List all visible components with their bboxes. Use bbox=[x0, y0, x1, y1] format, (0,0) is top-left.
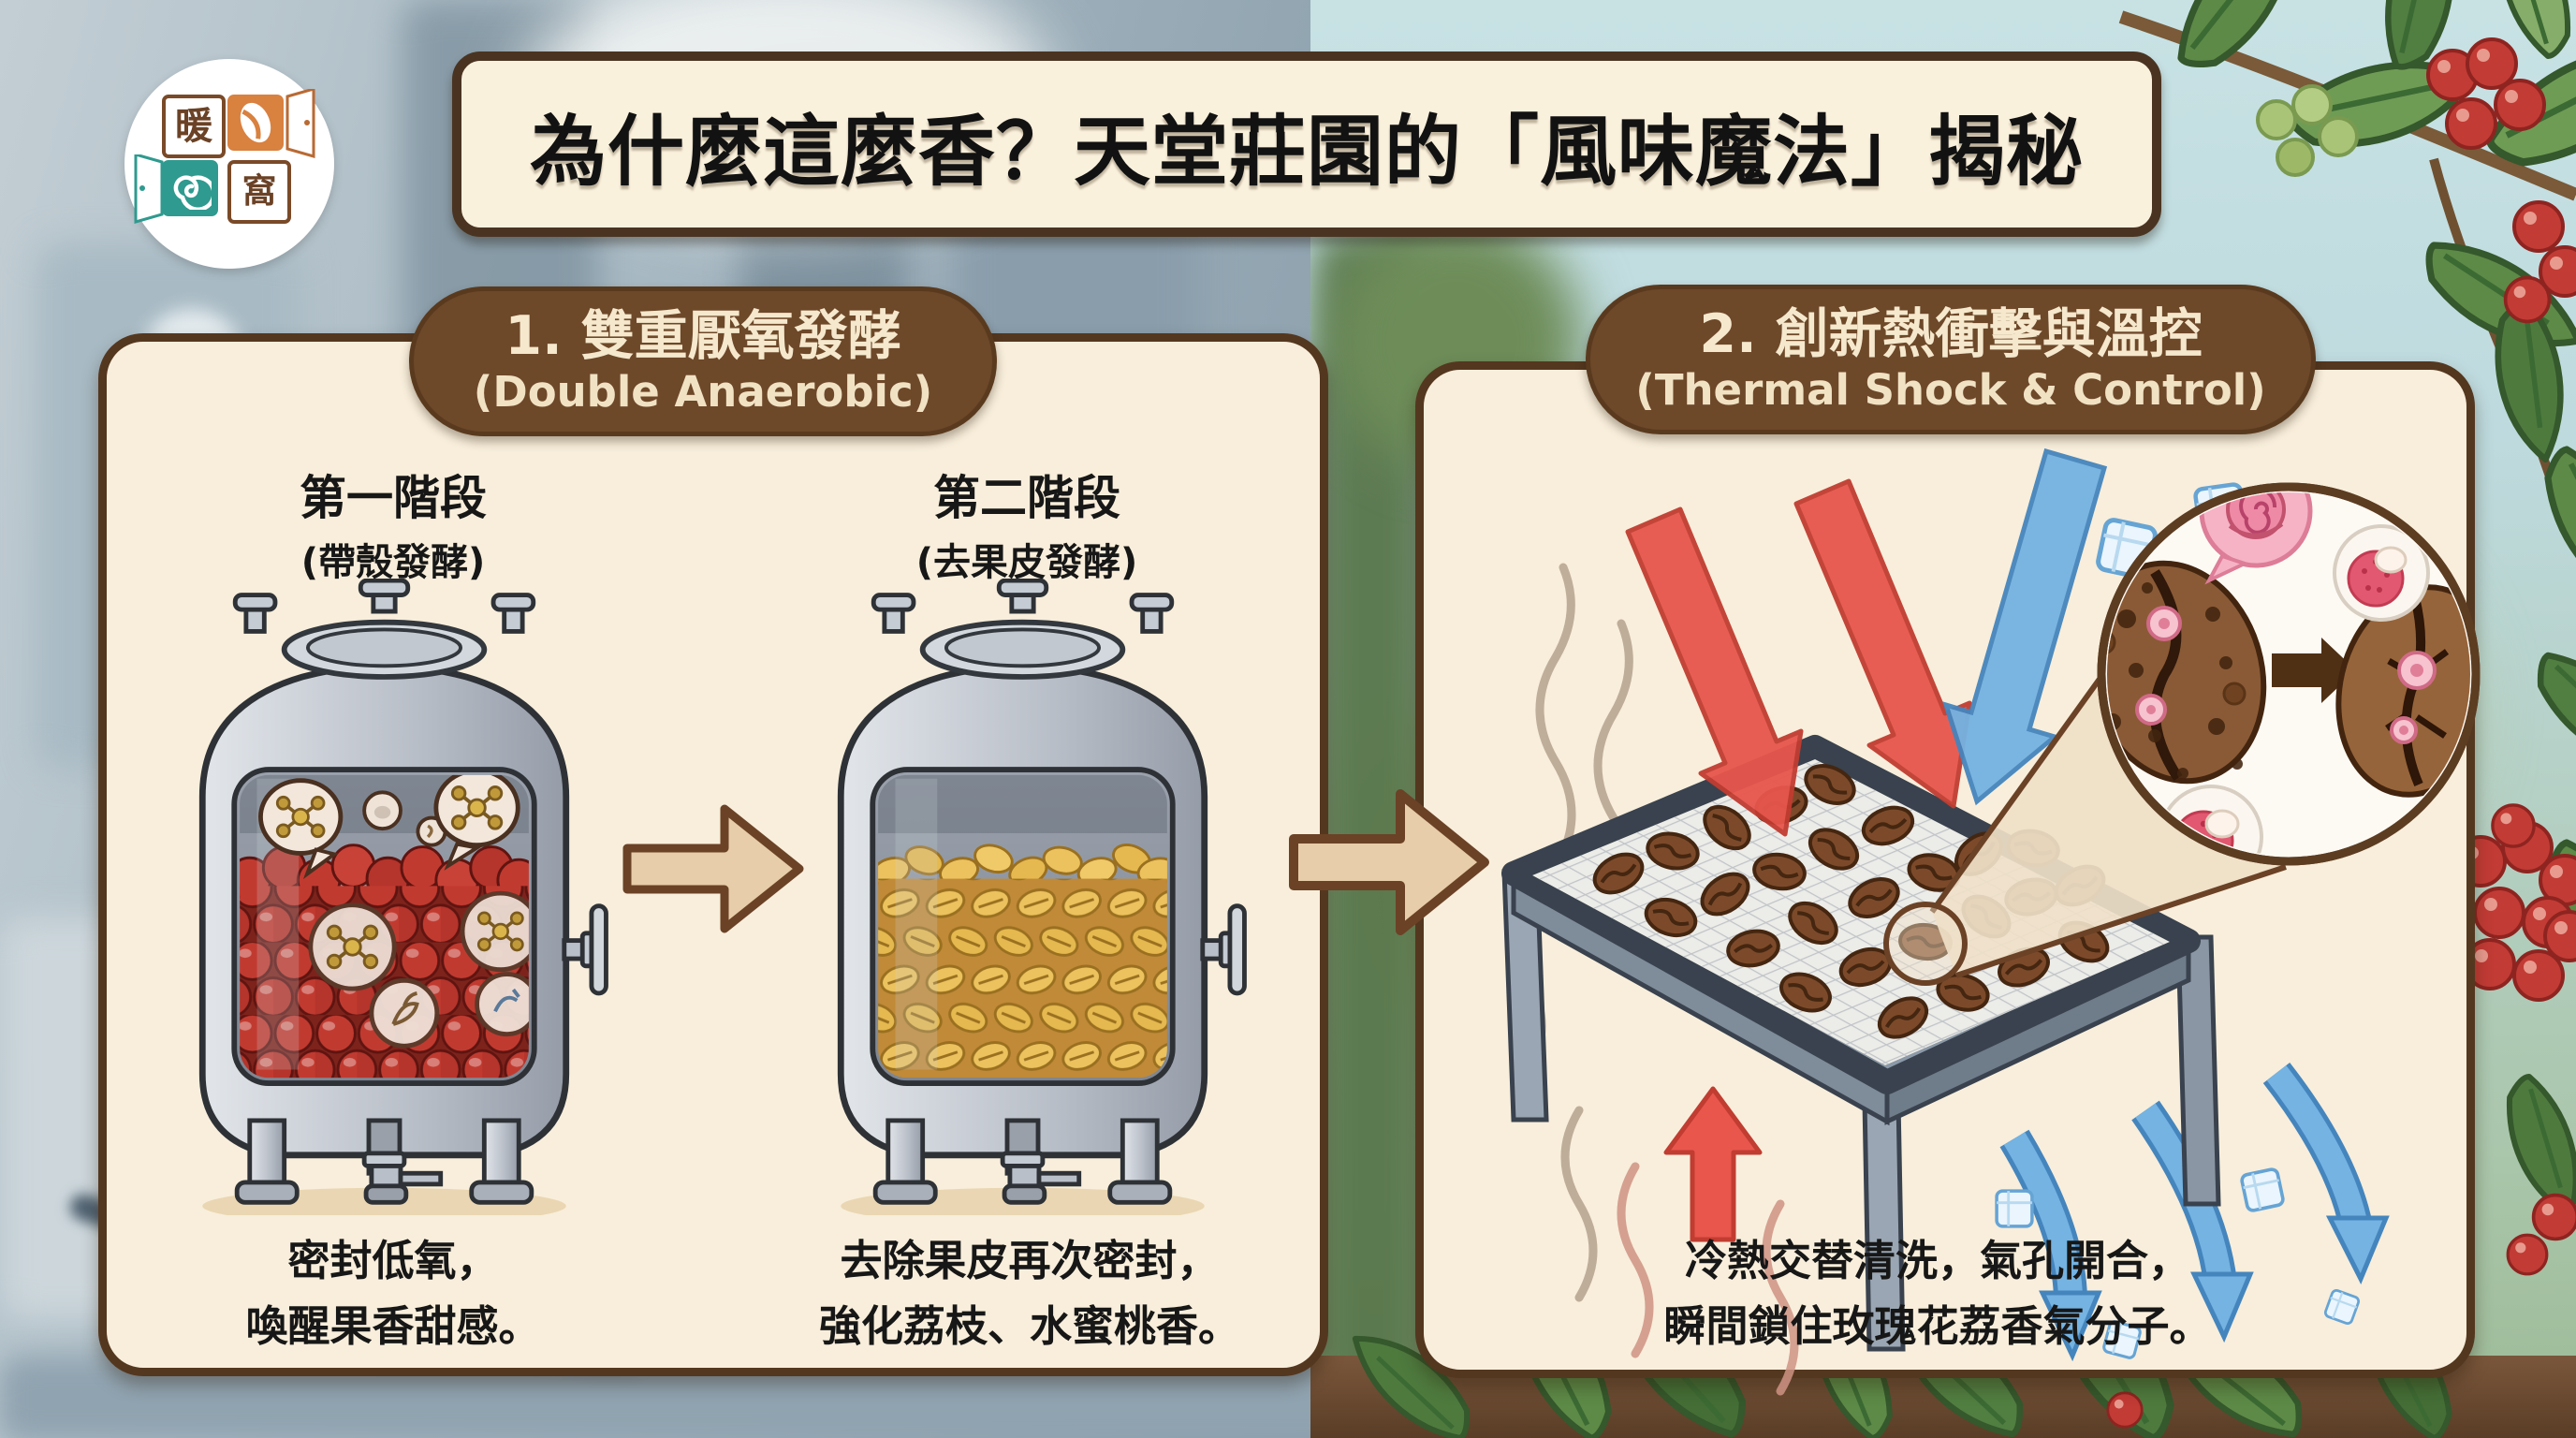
ice-cube-icon bbox=[2239, 1167, 2286, 1213]
panel1-heading-en: (Double Anaerobic) bbox=[473, 366, 933, 417]
fermentation-tank-stage1 bbox=[198, 579, 608, 1215]
stage1-caption-line1: 密封低氧， bbox=[287, 1236, 499, 1285]
ice-cube-icon bbox=[1995, 1189, 2034, 1228]
logo-char-wo: 窩 bbox=[227, 160, 291, 224]
stage2-caption-line2: 強化荔枝、水蜜桃香。 bbox=[818, 1301, 1240, 1351]
panel1-heading-pill: 1. 雙重厭氧發酵 (Double Anaerobic) bbox=[409, 286, 997, 436]
fermentation-tank-stage2 bbox=[837, 579, 1247, 1215]
stage1-label: 第一階段 (帶殼發酵) bbox=[178, 461, 608, 586]
stage1-caption: 密封低氧， 喚醒果香甜感。 bbox=[168, 1228, 618, 1359]
heat-arrow-icon bbox=[1663, 1086, 1763, 1242]
thermal-caption: 冷熱交替清洗，氣孔開合， 瞬間鎖住玫瑰花荔香氣分子。 bbox=[1516, 1228, 2359, 1359]
stage1-title: 第一階段 bbox=[300, 471, 487, 525]
door-icon bbox=[134, 154, 164, 224]
stage2-title: 第二階段 bbox=[933, 471, 1120, 525]
arrow-right-icon bbox=[1289, 789, 1489, 935]
swirl-icon bbox=[162, 160, 218, 216]
porous-bean-icon bbox=[2107, 560, 2267, 785]
thermal-caption-line2: 瞬間鎖住玫瑰花荔香氣分子。 bbox=[1663, 1301, 2212, 1351]
stage2-caption: 去除果皮再次密封， 強化荔枝、水蜜桃香。 bbox=[768, 1228, 1292, 1359]
panel2-heading-pill: 2. 創新熱衝擊與溫控 (Thermal Shock & Control) bbox=[1586, 285, 2316, 434]
magnifier-inset-icon bbox=[1883, 482, 2481, 986]
brand-logo: 暖 窩 bbox=[124, 59, 334, 269]
coffee-bean-icon bbox=[227, 95, 284, 151]
cold-arrow-icon bbox=[1942, 448, 2108, 806]
panel2-heading: 2. 創新熱衝擊與溫控 bbox=[1699, 303, 2203, 366]
arrow-right-icon bbox=[622, 804, 804, 933]
logo-char-nuan: 暖 bbox=[162, 95, 226, 158]
door-icon bbox=[285, 89, 315, 158]
green-cherries bbox=[2256, 84, 2359, 177]
title-banner: 為什麼這麼香？天堂莊園的「風味魔法」揭秘 bbox=[452, 51, 2161, 237]
thermal-caption-line1: 冷熱交替清洗，氣孔開合， bbox=[1684, 1236, 2190, 1285]
drying-bed-icon bbox=[1501, 448, 2481, 1396]
stage1-subtitle: (帶殼發酵) bbox=[300, 541, 486, 584]
cold-arrow-icon bbox=[1999, 1062, 2390, 1362]
stage2-label: 第二階段 (去果皮發酵) bbox=[807, 461, 1247, 586]
rose-icon bbox=[2199, 492, 2313, 585]
parchment-bean-icon bbox=[878, 774, 1167, 1078]
stage2-subtitle: (去果皮發酵) bbox=[915, 541, 1138, 584]
stage2-caption-line1: 去除果皮再次密封， bbox=[840, 1236, 1220, 1285]
logo-char-wo-wrap: 窩 bbox=[227, 160, 291, 224]
panel2-heading-en: (Thermal Shock & Control) bbox=[1635, 364, 2266, 415]
molecule-bubble-icon bbox=[257, 774, 529, 1049]
page-title: 為什麼這麼香？天堂莊園的「風味魔法」揭秘 bbox=[529, 107, 2084, 197]
stage1-caption-line2: 喚醒果香甜感。 bbox=[245, 1301, 541, 1351]
panel1-heading: 1. 雙重厭氧發酵 bbox=[505, 305, 901, 368]
